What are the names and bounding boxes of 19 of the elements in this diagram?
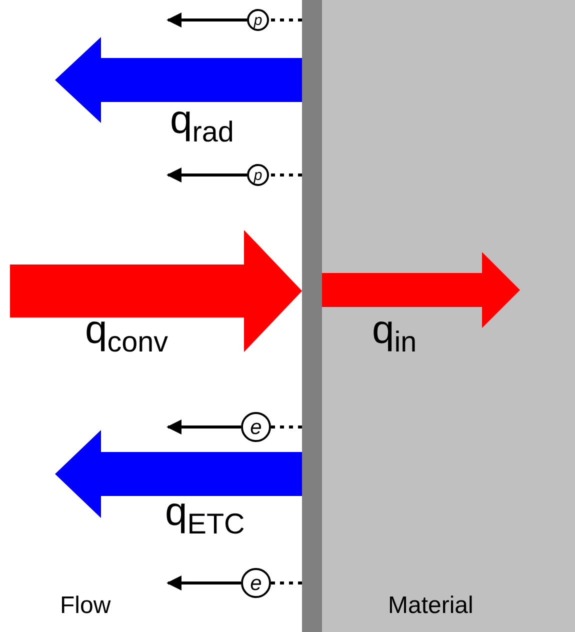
arrow: [166, 420, 241, 434]
region-label: Flow: [60, 594, 111, 618]
particle-circle: e: [241, 412, 271, 442]
arrow: [166, 576, 241, 590]
region-label: Material: [388, 594, 474, 618]
flux-label: q$_{conv}$: [85, 310, 168, 358]
flux-label: q$_{rad}$: [170, 100, 234, 148]
particle-circle: p: [247, 164, 269, 186]
flux-label: q$_{ETC}$: [165, 492, 245, 540]
arrow: [166, 12, 247, 28]
dotted-line: [269, 174, 302, 176]
wall-bar: [302, 0, 322, 632]
arrow: [166, 168, 247, 182]
flux-label: q$_{in}$: [372, 310, 417, 358]
particle-circle: p: [247, 9, 269, 31]
dotted-line: [271, 426, 302, 428]
particle-circle: e: [241, 568, 271, 598]
dotted-line: [269, 18, 302, 22]
dotted-line: [271, 582, 302, 584]
